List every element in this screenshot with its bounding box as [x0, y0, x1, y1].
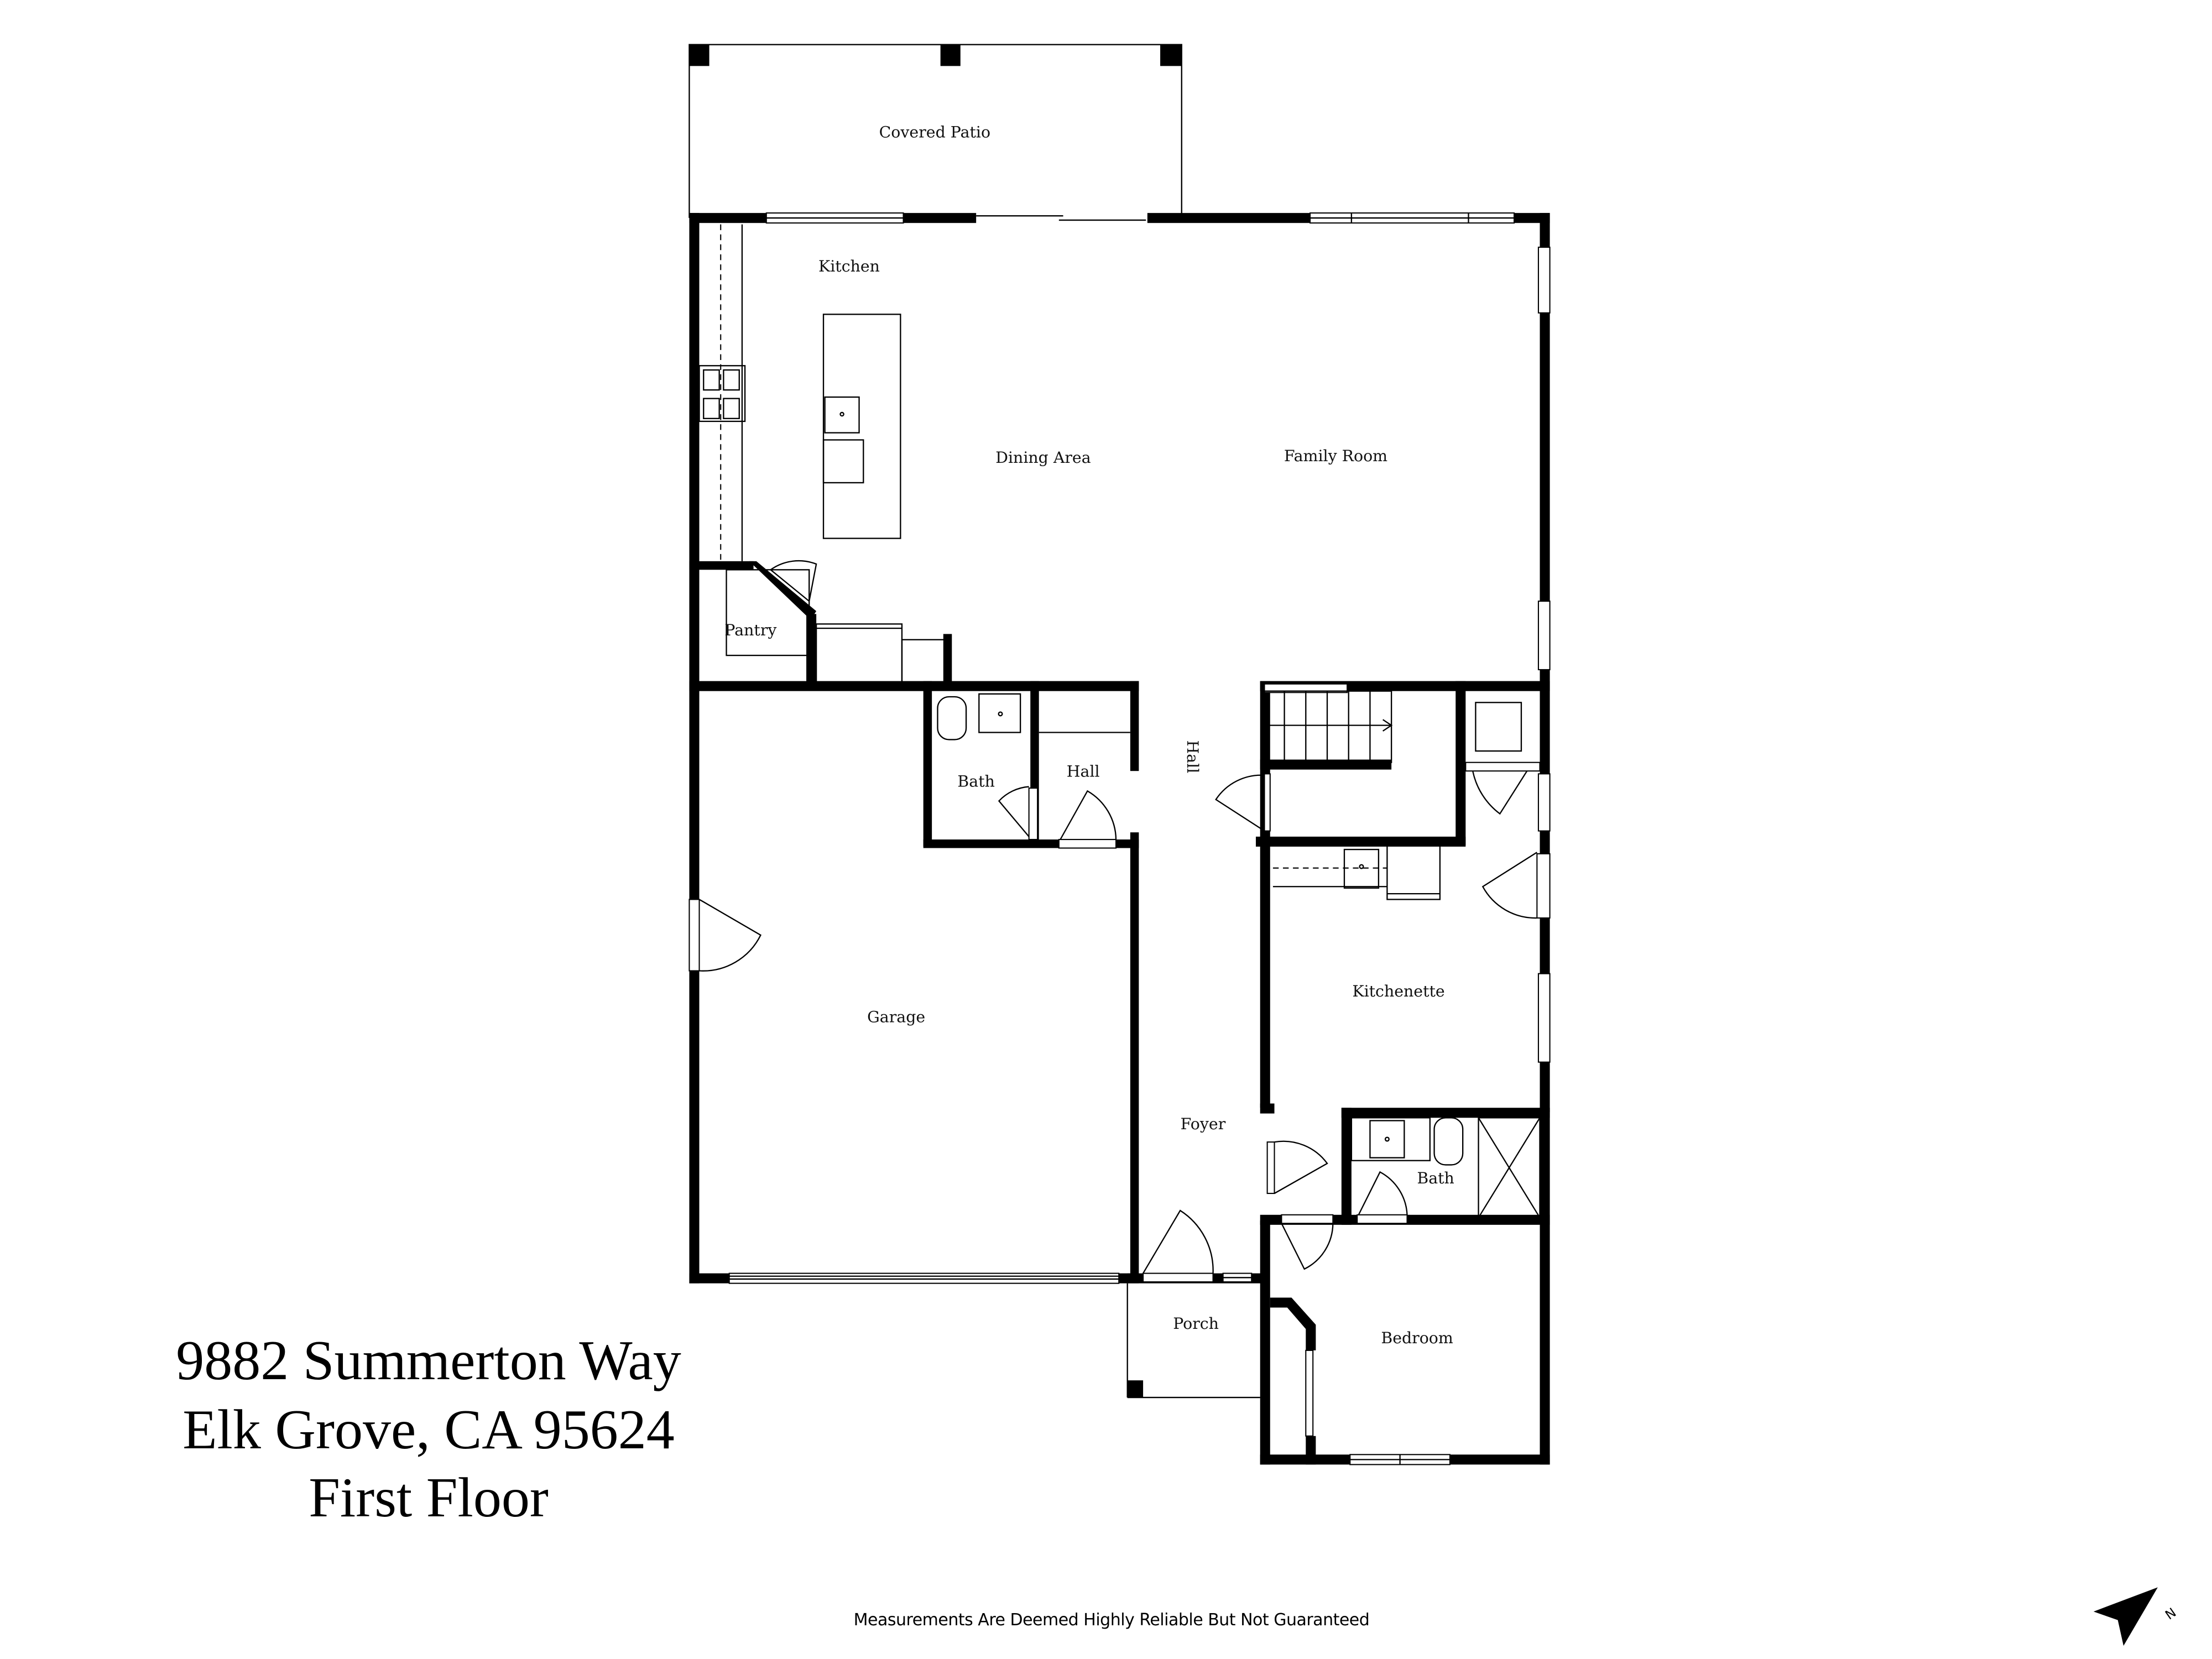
bath-hall-block: [923, 681, 1140, 1281]
label-garage: Garage: [867, 1008, 925, 1026]
stairs: [1215, 681, 1541, 847]
label-bedroom: Bedroom: [1381, 1329, 1453, 1347]
label-dining-area: Dining Area: [995, 448, 1091, 467]
label-porch: Porch: [1173, 1314, 1219, 1333]
bath-2-block: [1260, 1108, 1550, 1270]
address-line-2: Elk Grove, CA 95624: [182, 1399, 675, 1461]
porch: [1126, 1283, 1260, 1399]
label-kitchenette: Kitchenette: [1352, 982, 1444, 1000]
label-covered-patio: Covered Patio: [879, 123, 990, 141]
label-bath-2: Bath: [1417, 1169, 1454, 1187]
address-line-1: 9882 Summerton Way: [176, 1329, 681, 1392]
label-kitchen: Kitchen: [818, 257, 880, 275]
floor-label: First Floor: [309, 1467, 549, 1529]
kitchen-fixtures: [698, 224, 901, 561]
bedroom-details: [1270, 1297, 1451, 1465]
label-bath-1: Bath: [957, 773, 994, 791]
label-hall-1: Hall: [1067, 763, 1100, 781]
kitchenette-block: [1260, 836, 1551, 1114]
top-openings: [765, 211, 1515, 225]
disclaimer-text: Measurements Are Deemed Highly Reliable …: [853, 1610, 1370, 1630]
label-hall-2: Hall: [1183, 740, 1202, 773]
garage-top-wall: [689, 681, 1139, 691]
foyer-entry: [1142, 1209, 1253, 1283]
label-foyer: Foyer: [1181, 1115, 1226, 1133]
garage-openings: [688, 899, 1120, 1284]
pantry-walls: [689, 560, 952, 686]
north-arrow-icon: N: [2093, 1587, 2179, 1646]
label-pantry: Pantry: [724, 621, 776, 639]
compass-label: N: [2163, 1605, 2179, 1623]
label-family-room: Family Room: [1284, 447, 1387, 465]
